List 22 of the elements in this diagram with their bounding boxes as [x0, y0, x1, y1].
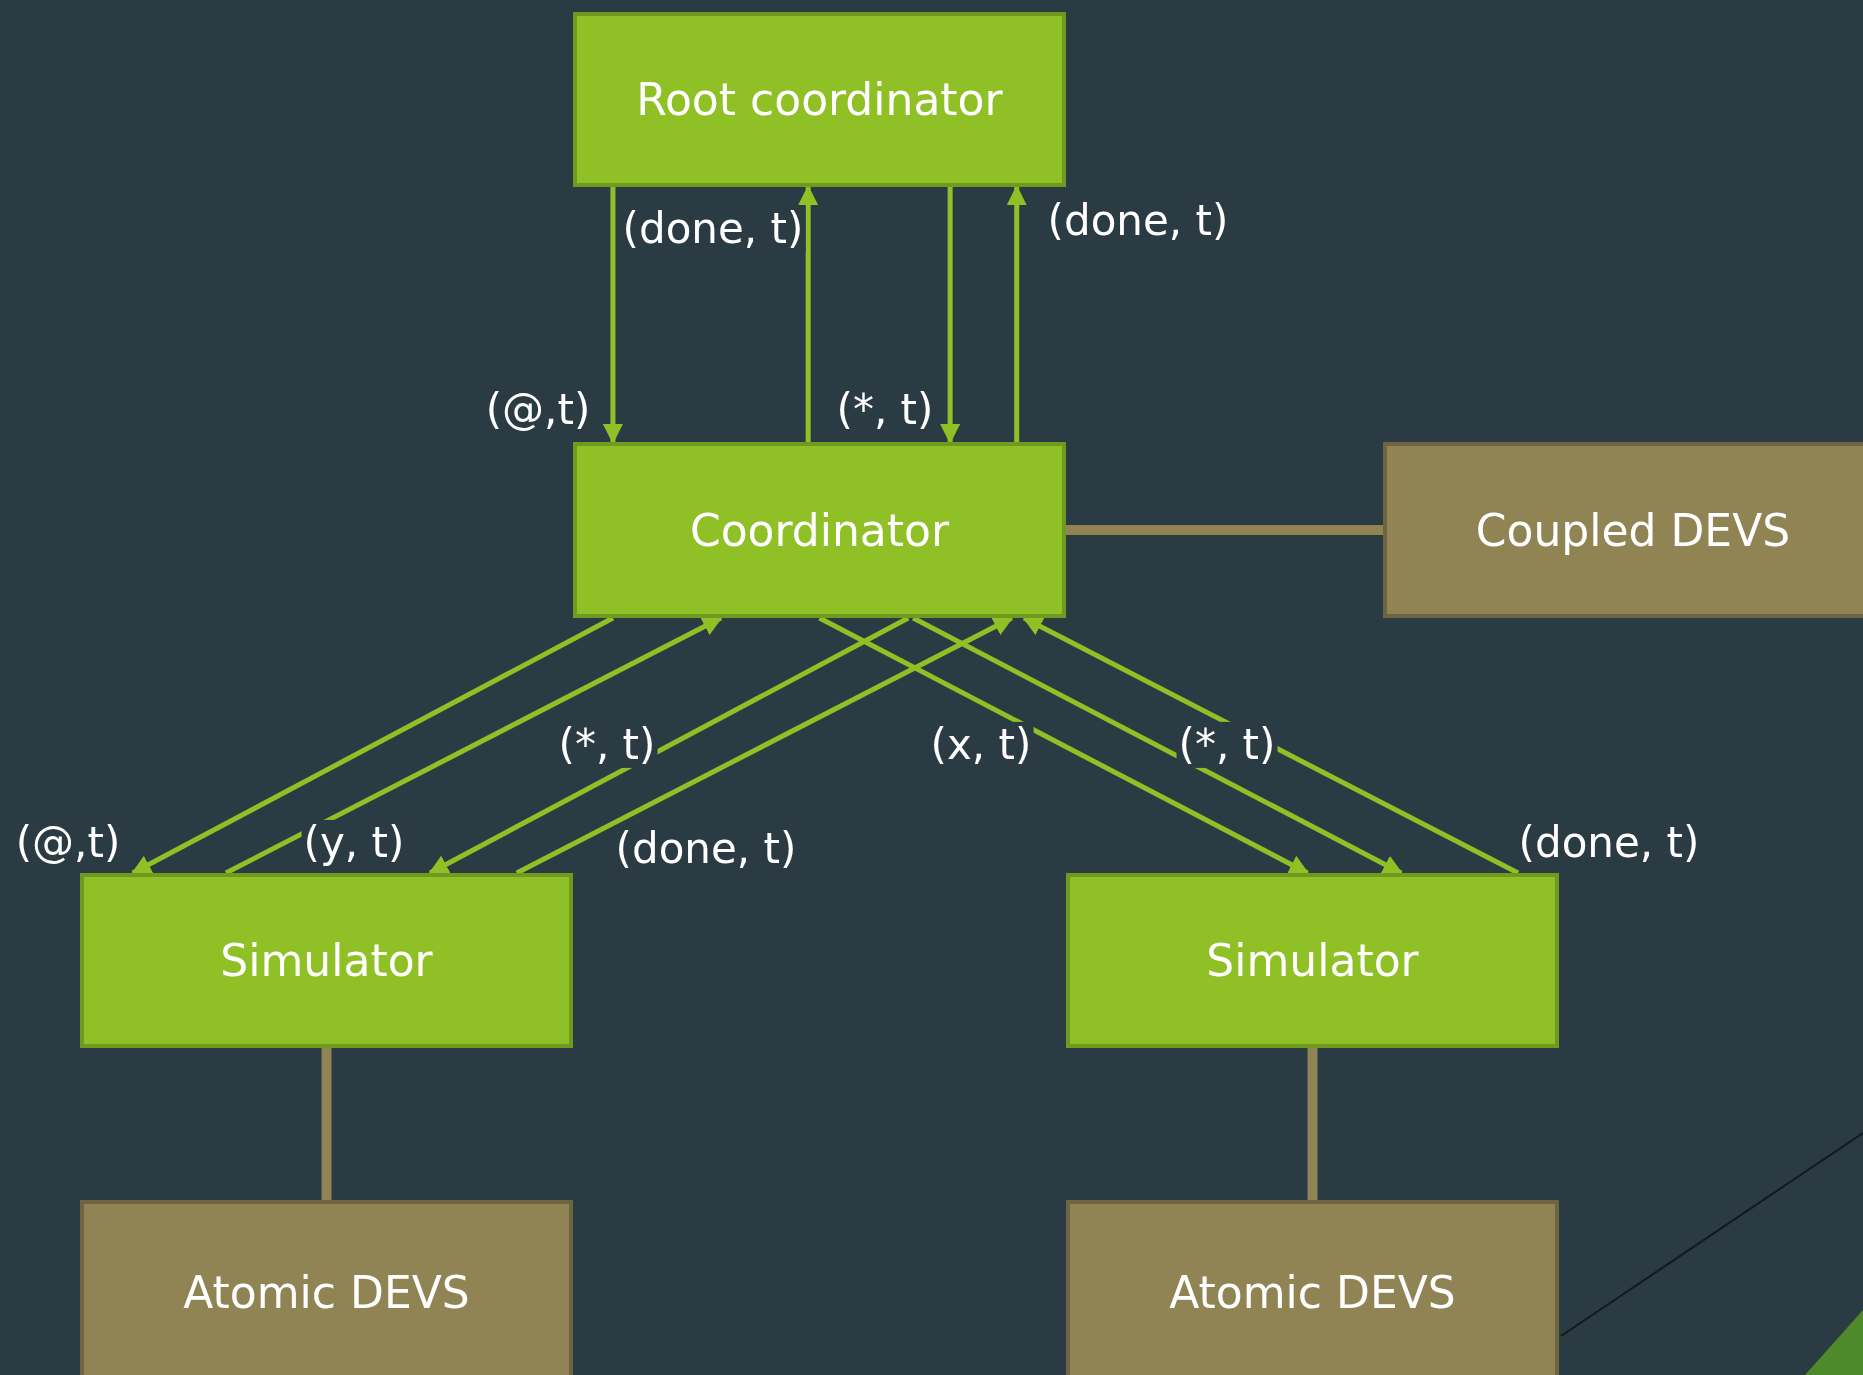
process-box [1066, 873, 1559, 1048]
arrow [940, 187, 961, 444]
node-label: Atomic DEVS [1169, 1267, 1456, 1318]
arrow [602, 187, 623, 444]
connector-line [1307, 1048, 1318, 1200]
process-box [80, 873, 573, 1048]
node-label: Simulator [220, 935, 433, 986]
model-box [80, 1200, 573, 1375]
edge-label: (*, t) [1176, 721, 1278, 769]
model-box [1066, 1200, 1559, 1375]
arrow [1006, 185, 1027, 442]
node-label: Coupled DEVS [1475, 504, 1791, 556]
process-box [573, 442, 1066, 618]
node-label: Root coordinator [636, 74, 1003, 125]
connector-line [1066, 525, 1383, 535]
node-label: Atomic DEVS [183, 1267, 470, 1318]
arrow [798, 185, 819, 442]
connector-line [321, 1048, 332, 1200]
node-label: Coordinator [689, 504, 950, 556]
process-box [573, 12, 1066, 187]
node-label: Simulator [1206, 935, 1419, 986]
model-box [1383, 442, 1863, 618]
